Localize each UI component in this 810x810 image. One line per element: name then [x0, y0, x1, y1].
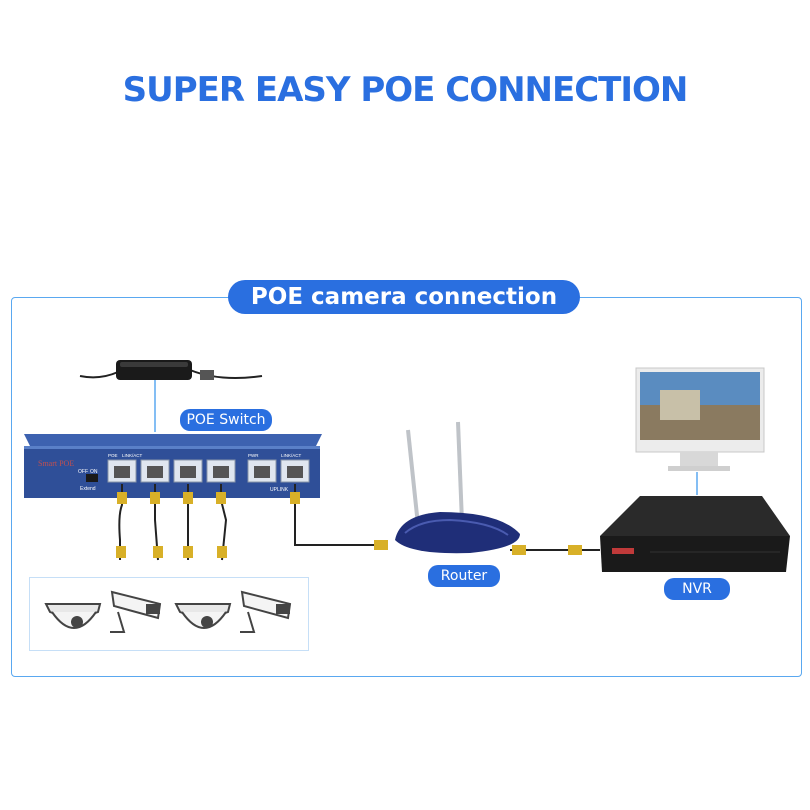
switch-linkact-uplink-label: LINK/ACT [281, 453, 302, 458]
switch-uplink-label: UPLINK [270, 487, 289, 493]
camera-group-box [29, 577, 309, 651]
power-adapter-icon [79, 360, 263, 380]
poe-switch-icon [24, 434, 322, 498]
switch-on-label: ON [90, 469, 98, 475]
monitor-icon [635, 367, 765, 471]
nvr-icon [600, 496, 790, 572]
dome-camera-icon [44, 603, 102, 629]
switch-poe-label: POE [108, 453, 118, 458]
switch-brand: Smart POE [38, 459, 74, 468]
section-title: POE camera connection [228, 280, 580, 314]
router-icon [395, 421, 520, 554]
uplink-cable [294, 484, 378, 546]
nvr-label: NVR [664, 578, 730, 600]
bullet-camera-icon [110, 590, 162, 633]
switch-linkact-label: LINK/ACT [122, 453, 143, 458]
poe-switch-label: POE Switch [180, 409, 272, 431]
switch-extend-label: Extend [80, 486, 96, 492]
headline: SUPER EASY POE CONNECTION [122, 70, 689, 110]
router-label: Router [428, 565, 500, 587]
dome-camera-icon [174, 603, 232, 629]
bullet-camera-icon [240, 590, 292, 633]
switch-off-label: OFF [78, 469, 88, 475]
cable-connectors [116, 492, 227, 558]
switch-pwr-label: PWR [248, 453, 259, 458]
